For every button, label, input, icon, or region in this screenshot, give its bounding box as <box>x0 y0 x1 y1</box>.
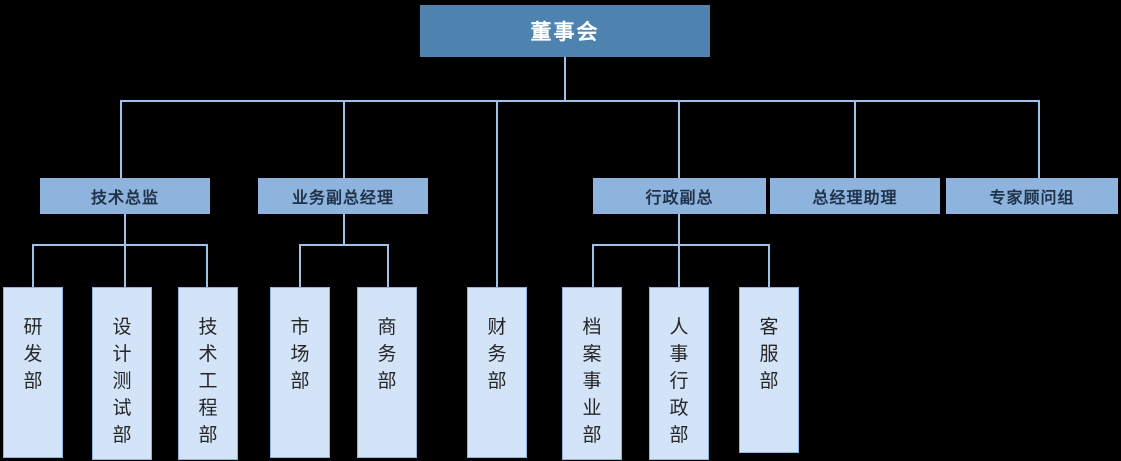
node-label: 技术总监 <box>90 188 159 207</box>
connector-stem-business-vp <box>343 214 345 245</box>
node-finance-dept[interactable]: 财务部 <box>467 287 527 458</box>
node-label-vertical: 设计测试部 <box>112 316 132 446</box>
node-label-vertical: 商务部 <box>377 316 397 392</box>
connector-drop-archive-dept <box>592 244 594 287</box>
connector-drop-admin-vp <box>678 100 680 178</box>
connector-drop-design-test-dept <box>124 244 126 287</box>
node-rnd-dept[interactable]: 研发部 <box>3 287 63 458</box>
node-archive-dept[interactable]: 档案事业部 <box>562 287 622 460</box>
node-customer-service-dept[interactable]: 客服部 <box>739 287 799 453</box>
node-label: 总经理助理 <box>812 188 898 207</box>
node-board-of-directors[interactable]: 董事会 <box>420 5 710 57</box>
node-tech-director[interactable]: 技术总监 <box>40 178 210 214</box>
connector-drop-business-vp <box>343 100 345 178</box>
connector-drop-rnd-dept <box>32 244 34 287</box>
node-commerce-dept[interactable]: 商务部 <box>357 287 417 458</box>
node-label-vertical: 人事行政部 <box>669 316 689 446</box>
node-label: 行政副总 <box>645 188 714 207</box>
connector-drop-expert-group <box>1038 100 1040 178</box>
connector-drop-customer-service-dept <box>768 244 770 287</box>
connector-stem-tech-director <box>124 214 126 245</box>
connector-main-bus <box>120 100 1040 102</box>
connector-drop-tech-eng-dept <box>206 244 208 287</box>
connector-bus-business-vp <box>299 244 389 246</box>
connector-drop-marketing-dept <box>299 244 301 287</box>
node-admin-vp[interactable]: 行政副总 <box>593 178 766 214</box>
connector-drop-commerce-dept <box>387 244 389 287</box>
node-label-vertical: 市场部 <box>290 316 310 392</box>
connector-root-stem <box>564 57 566 102</box>
connector-stem-admin-vp <box>678 214 680 245</box>
connector-drop-gm-assistant <box>854 100 856 178</box>
connector-drop-tech-director <box>120 100 122 178</box>
node-label-vertical: 技术工程部 <box>198 316 218 446</box>
node-label-vertical: 档案事业部 <box>582 316 602 446</box>
node-gm-assistant[interactable]: 总经理助理 <box>770 178 940 214</box>
node-label-vertical: 财务部 <box>487 316 507 392</box>
node-label: 董事会 <box>530 20 600 44</box>
node-expert-advisory-group[interactable]: 专家顾问组 <box>946 178 1118 214</box>
node-business-vp[interactable]: 业务副总经理 <box>258 178 428 214</box>
node-marketing-dept[interactable]: 市场部 <box>270 287 330 458</box>
node-tech-eng-dept[interactable]: 技术工程部 <box>178 287 238 460</box>
connector-bus-tech-director <box>32 244 208 246</box>
node-label: 业务副总经理 <box>291 188 394 207</box>
node-design-test-dept[interactable]: 设计测试部 <box>92 287 152 460</box>
connector-drop-finance-dept <box>496 100 498 287</box>
connector-bus-admin-vp <box>592 244 770 246</box>
node-label: 专家顾问组 <box>989 188 1075 207</box>
node-label-vertical: 研发部 <box>23 316 43 392</box>
node-label-vertical: 客服部 <box>759 316 779 392</box>
node-hr-admin-dept[interactable]: 人事行政部 <box>649 287 709 460</box>
connector-drop-hr-admin-dept <box>678 244 680 287</box>
